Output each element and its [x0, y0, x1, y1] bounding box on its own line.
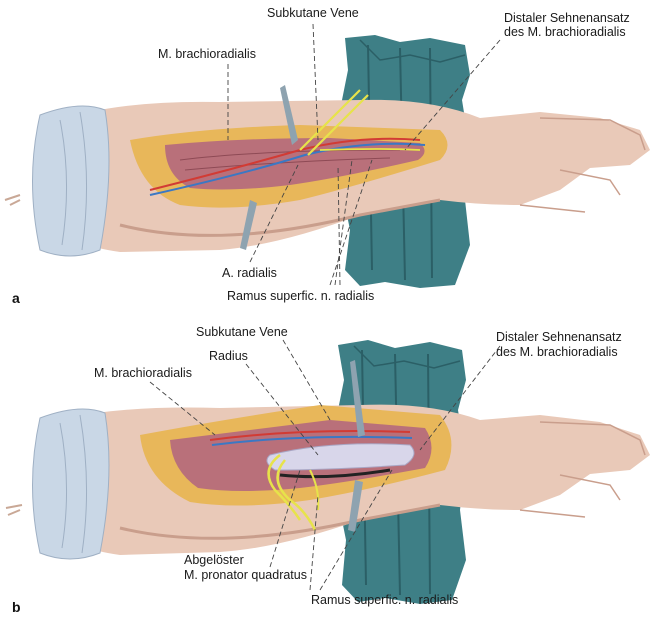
panel-letter-a: a	[12, 290, 20, 306]
label-distaler-sehnenansatz-a-line1: Distaler Sehnenansatz	[504, 11, 630, 25]
panel-letter-b: b	[12, 599, 21, 615]
label-m-brachioradialis-a: M. brachioradialis	[158, 47, 256, 61]
incision-a	[130, 89, 448, 208]
label-ramus-superfic-b: Ramus superfic. n. radialis	[311, 593, 458, 607]
panel-b: Subkutane Vene Radius Distaler Sehnenans…	[5, 325, 650, 615]
label-distaler-sehnenansatz-b-line1: Distaler Sehnenansatz	[496, 330, 622, 344]
incision-b	[140, 405, 452, 531]
label-radius-b: Radius	[209, 349, 248, 363]
label-distaler-sehnenansatz-b-line2: des M. brachioradialis	[496, 345, 618, 359]
label-distaler-sehnenansatz-a-line2: des M. brachioradialis	[504, 25, 626, 39]
label-subkutane-vene-a: Subkutane Vene	[267, 6, 359, 20]
label-ramus-superfic-a: Ramus superfic. n. radialis	[227, 289, 374, 303]
retractors-a	[240, 85, 298, 250]
leader-lines-a	[227, 23, 501, 286]
panel-a: Subkutane Vene Distaler Sehnenansatz des…	[4, 6, 650, 306]
label-a-radialis-a: A. radialis	[222, 266, 277, 280]
label-abgeloster-b-line2: M. pronator quadratus	[184, 568, 307, 582]
label-abgeloster-b-line1: Abgelöster	[184, 553, 244, 567]
label-m-brachioradialis-b: M. brachioradialis	[94, 366, 192, 380]
retractors-b	[348, 360, 365, 532]
leader-lines-b	[149, 339, 501, 591]
label-subkutane-vene-b: Subkutane Vene	[196, 325, 288, 339]
